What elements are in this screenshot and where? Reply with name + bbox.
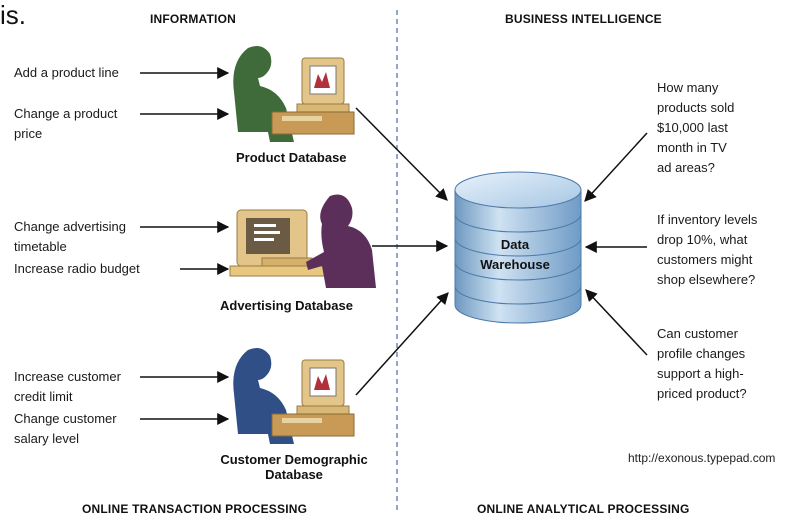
- input-add-product-line: Add a product line: [14, 65, 119, 80]
- question-line: customers might: [657, 252, 753, 267]
- input-increase-credit-cont: credit limit: [14, 389, 73, 404]
- keyboard-icon: [261, 257, 313, 267]
- question-line: shop elsewhere?: [657, 272, 756, 287]
- information-header: INFORMATION: [150, 12, 236, 26]
- warehouse-label-line2: Warehouse: [480, 257, 550, 272]
- question-line: How many: [657, 80, 719, 95]
- question-line: $10,000 last: [657, 120, 728, 135]
- advertising-database-illustration: [229, 194, 376, 288]
- question-line: Can customer: [657, 326, 738, 341]
- customer-demographic-database-illustration: [233, 348, 355, 444]
- customer-database-label-line1: Customer Demographic: [220, 452, 368, 467]
- input-change-product-price: Change a product: [14, 106, 118, 121]
- input-change-advertising-cont: timetable: [14, 239, 67, 254]
- question-tv-ad-sales: How many products sold $10,000 last mont…: [657, 78, 734, 178]
- question-line: If inventory levels: [657, 212, 758, 227]
- data-warehouse-cylinder: [454, 171, 582, 324]
- source-url: http://exonous.typepad.com: [628, 451, 776, 465]
- question-line: drop 10%, what: [657, 232, 748, 247]
- person-figure-icon: [306, 194, 376, 288]
- input-change-advertising: Change advertising: [14, 219, 127, 234]
- input-change-salary: Change customer: [14, 411, 117, 426]
- advertising-database-label: Advertising Database: [220, 298, 353, 313]
- question-line: priced product?: [657, 386, 747, 401]
- input-change-salary-cont: salary level: [14, 431, 80, 446]
- product-database-illustration: [233, 46, 355, 142]
- arrow-question1-to-warehouse: [584, 132, 648, 202]
- arrow-customer-to-warehouse: [355, 292, 449, 396]
- question-line: month in TV: [657, 140, 727, 155]
- question-line: products sold: [657, 100, 735, 115]
- customer-database-label: Customer Demographic Database: [214, 452, 374, 482]
- input-increase-credit: Increase customer: [14, 369, 121, 384]
- input-increase-radio-budget: Increase radio budget: [14, 261, 140, 276]
- question-inventory-drop: If inventory levels drop 10%, what custo…: [657, 210, 757, 290]
- question-profile-changes: Can customer profile changes support a h…: [657, 324, 747, 404]
- computer-desk-icon: [271, 111, 355, 135]
- question-line: profile changes: [657, 346, 746, 361]
- warehouse-label-line1: Data: [501, 237, 530, 252]
- online-analytical-processing-label: ONLINE ANALYTICAL PROCESSING: [477, 502, 690, 516]
- business-intelligence-header: BUSINESS INTELLIGENCE: [505, 12, 662, 26]
- corner-text: is.: [0, 0, 26, 30]
- online-transaction-processing-label: ONLINE TRANSACTION PROCESSING: [82, 502, 308, 516]
- question-line: ad areas?: [657, 160, 715, 175]
- arrow-question3-to-warehouse: [585, 289, 648, 356]
- customer-database-label-line2: Database: [265, 467, 323, 482]
- product-database-label: Product Database: [236, 150, 347, 165]
- question-line: support a high-: [657, 366, 744, 381]
- computer-desk-icon: [271, 413, 355, 437]
- input-change-product-price-cont: price: [14, 126, 43, 141]
- arrow-product-to-warehouse: [355, 107, 448, 201]
